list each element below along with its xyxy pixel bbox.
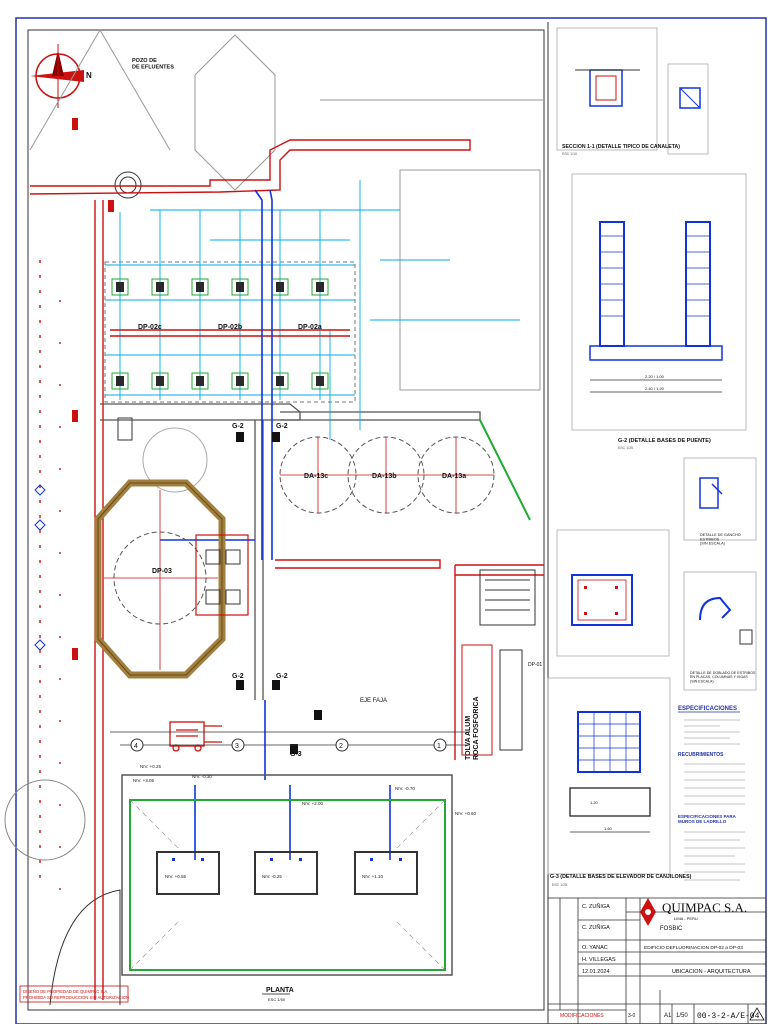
modifications-label: MODIFICACIONES xyxy=(560,1013,604,1019)
issue-date: 12.01.2024 xyxy=(582,969,610,975)
sheet-border xyxy=(15,17,767,1024)
company-location: LIMA - PERU xyxy=(674,916,698,921)
sheet-size: A1 xyxy=(664,1013,672,1019)
specs-title: ESPECIFICACIONES xyxy=(678,706,737,712)
digesters: DA-13c DA-13b DA-13a xyxy=(279,436,495,514)
level-tag: NIV. +1.10 xyxy=(362,874,383,879)
g3-detail-scale: ESC 1/25 xyxy=(552,883,567,887)
detail-g2: 2.20 / 1.00 2.40 / 1.20 G-2 (DETALLE BAS… xyxy=(571,173,747,450)
copyright-line-1: DISEÑO DE PROPIEDAD DE QUIMPAC S.A. xyxy=(23,989,108,994)
reviewed-by: O. YANAC xyxy=(582,945,608,951)
company-logo-icon xyxy=(640,898,656,926)
grid-axes: EJE FAJA 4 3 2 1 xyxy=(110,698,470,752)
g2-label-2: G-2 xyxy=(276,423,288,430)
g2-detail-title: G-2 (DETALLE BASES DE PUENTE) xyxy=(618,438,711,444)
detail-g3-plan xyxy=(556,529,670,657)
column-markers xyxy=(236,432,322,754)
g2-detail-scale: ESC 1/25 xyxy=(618,446,633,450)
dp02-zone: DP-02c DP-02b DP-02a xyxy=(104,180,520,440)
g2-label-4: G-2 xyxy=(276,673,288,680)
plan-frame xyxy=(27,29,545,1011)
dp03-tank: DP-03 xyxy=(94,479,249,679)
drawing-scale: 1/50 xyxy=(676,1013,688,1019)
company-name: QUIMPAC S.A. xyxy=(662,900,747,915)
hopper-area xyxy=(461,569,536,756)
tank-label-dp02b: DP-02b xyxy=(218,324,242,331)
revision-triangle-icon xyxy=(749,1007,765,1021)
g3-detail-title: G-3 (DETALLE BASES DE ELEVADOR DE CANJIL… xyxy=(550,874,692,880)
forklift-icon xyxy=(169,721,222,752)
plan-scale: ESC 1/50 xyxy=(268,997,286,1002)
designed-by: C. ZUÑIGA xyxy=(582,924,610,931)
dim-label: 1.60 xyxy=(604,826,613,831)
hopper-label: TOLVA ALUMROCA FOSFORICA xyxy=(465,696,480,760)
digester-label-c: DA-13c xyxy=(304,473,328,480)
detail-g3-elevation: 1.60 1.20 G-3 (DETALLE BASES DE ELEVADOR… xyxy=(547,677,692,887)
drawing-number: 00-3-2-A/E-04 xyxy=(697,1012,760,1021)
level-tag: NIV. +0.60 xyxy=(455,811,476,816)
g2-label-3: G-2 xyxy=(232,673,244,680)
axis-label-3: 3 xyxy=(235,743,239,750)
level-tag: NIV. +0.25 xyxy=(140,764,161,769)
approved-by: H. VILLEGAS xyxy=(582,957,616,963)
section11-title: SECCION 1-1 (DETALLE TIPICO DE CANALETA) xyxy=(562,144,680,150)
specifications: ESPECIFICACIONES RECUBRIMIENTOS ESPECIFI… xyxy=(678,706,745,881)
level-tag: NIV. +3.05 xyxy=(133,778,154,783)
symbol-markers xyxy=(34,118,114,660)
specs-subtitle-coverings: RECUBRIMIENTOS xyxy=(678,752,724,758)
level-tag: NIV. -0.25 xyxy=(262,874,282,879)
drawing-subject: UBICACION - ARQUITECTURA xyxy=(672,969,751,975)
digester-label-b: DA-13b xyxy=(372,473,397,480)
north-label: N xyxy=(86,71,92,80)
dim-label: 2.20 / 1.00 xyxy=(645,374,665,379)
axis-name: EJE FAJA xyxy=(360,698,387,704)
axis-label-2: 2 xyxy=(339,743,343,750)
drawn-by: C. ZUÑIGA xyxy=(582,903,610,910)
blue-piping xyxy=(160,189,391,860)
lower-platform xyxy=(121,774,453,976)
detail-section-1-1: SECCION 1-1 (DETALLE TIPICO DE CANALETA)… xyxy=(556,27,709,156)
north-arrow-icon: N xyxy=(30,44,92,108)
red-walls xyxy=(29,139,544,1000)
axis-label-4: 4 xyxy=(134,743,138,750)
level-tag: NIV. +2.00 xyxy=(302,801,323,806)
g3-label: G-3 xyxy=(290,751,302,758)
g2-label-1: G-2 xyxy=(232,423,244,430)
digester-label-a: DA-13a xyxy=(442,473,466,480)
tank-label-dp02a: DP-02a xyxy=(298,324,322,331)
dim-label: 1.20 xyxy=(590,800,599,805)
axis-label-1: 1 xyxy=(437,743,441,750)
plant-name: FOSBIC xyxy=(660,926,683,932)
tank-label-dp03: DP-03 xyxy=(152,568,172,575)
level-tag: NIV. +0.55 xyxy=(165,874,186,879)
existing-structure xyxy=(4,29,544,1006)
revision-number: 3-0 xyxy=(628,1013,635,1019)
section11-scale: ESC 1/10 xyxy=(562,152,577,156)
project-name: EDIFICIO DEFLUORINACION DP-02 a DP-03 xyxy=(644,945,743,951)
title-block xyxy=(547,897,767,1024)
copyright-line-2: PROHIBIDA SU REPRODUCCION SIN AUTORIZACI… xyxy=(23,995,129,1000)
level-tag: NIV. -0.30 xyxy=(192,774,212,779)
dp01-label: DP-01 xyxy=(528,662,542,668)
level-tags: NIV. +3.05 NIV. -0.30 NIV. +2.00 NIV. -0… xyxy=(133,764,476,879)
dim-label: 2.40 / 1.20 xyxy=(645,386,665,391)
plan-title: PLANTA xyxy=(266,987,294,994)
tank-label-dp02c: DP-02c xyxy=(138,324,162,331)
green-drain-line xyxy=(479,419,531,521)
level-tag: NIV. -0.70 xyxy=(395,786,415,791)
gray-walls xyxy=(100,403,481,700)
